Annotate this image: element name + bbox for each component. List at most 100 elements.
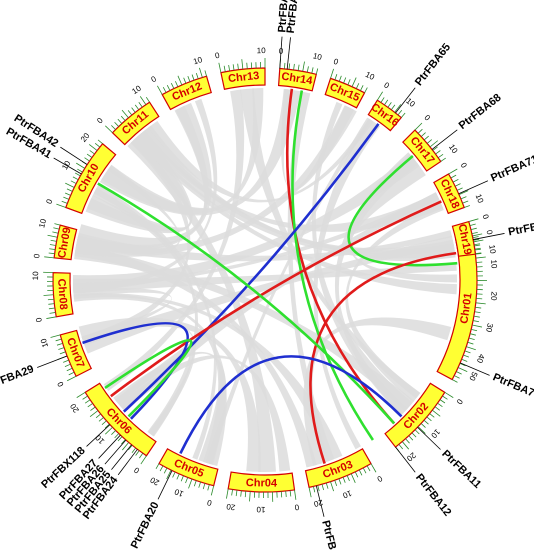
axis-tick: [184, 78, 186, 84]
tick-label: 20: [79, 131, 92, 144]
axis-tick: [90, 407, 95, 411]
axis-tick: [298, 65, 299, 71]
axis-tick: [472, 325, 482, 327]
axis-tick: [167, 85, 170, 90]
axis-tick: [115, 122, 119, 126]
gene-label: PtrFBA15: [319, 519, 343, 550]
axis-tick: [455, 184, 460, 187]
axis-tick: [48, 299, 54, 300]
axis-tick: [95, 143, 100, 147]
axis-tick: [335, 74, 337, 80]
axis-tick: [418, 129, 422, 133]
tick-label: 10: [447, 143, 460, 156]
tick-label: 0: [44, 197, 54, 205]
axis-tick: [430, 414, 435, 418]
axis-tick: [56, 204, 65, 207]
axis-tick: [438, 403, 443, 406]
axis-tick: [205, 70, 207, 76]
axis-tick: [85, 158, 90, 161]
gene-marker-line: [459, 181, 488, 194]
axis-tick: [54, 224, 60, 226]
axis-tick: [359, 470, 362, 475]
axis-tick: [44, 295, 54, 296]
tick-label: 0: [34, 316, 44, 322]
axis-tick: [87, 154, 92, 157]
axis-tick: [181, 476, 183, 482]
axis-tick: [247, 63, 248, 69]
axis-tick: [67, 376, 76, 381]
tick-label: 10: [341, 488, 353, 500]
tick-label: 0: [132, 465, 141, 475]
axis-tick: [463, 355, 469, 357]
tick-label: 10: [31, 271, 40, 281]
axis-tick: [219, 63, 221, 73]
tick-label: 20: [68, 401, 81, 414]
axis-tick: [250, 491, 251, 501]
axis-tick: [63, 360, 69, 362]
axis-tick: [475, 307, 481, 308]
axis-tick: [424, 136, 429, 140]
axis-tick: [442, 396, 447, 399]
axis-tick: [57, 343, 63, 345]
tick-label: 0: [422, 113, 432, 123]
axis-tick: [470, 224, 476, 226]
axis-tick: [164, 468, 167, 473]
axis-tick: [472, 234, 482, 236]
axis-tick: [356, 83, 359, 88]
tick-label: 10: [37, 217, 48, 228]
axis-tick: [476, 298, 482, 299]
axis-tick: [457, 188, 462, 191]
axis-tick: [475, 312, 481, 313]
axis-tick: [289, 63, 290, 69]
tick-label: 10: [429, 427, 442, 440]
tick-label: 0: [332, 57, 340, 67]
axis-tick: [412, 433, 416, 437]
axis-tick: [118, 119, 122, 123]
tick-label: 10: [257, 46, 267, 55]
axis-tick: [122, 110, 128, 118]
tick-label: 0: [454, 397, 464, 406]
axis-tick: [236, 490, 237, 496]
gene-marker-line: [287, 37, 290, 69]
axis-tick: [290, 491, 291, 497]
tick-label: 10: [192, 55, 204, 66]
gene-marker-line: [105, 440, 126, 464]
axis-tick: [163, 87, 166, 92]
tick-label: 20: [225, 502, 236, 512]
tick-label: 0: [481, 213, 491, 220]
axis-tick: [476, 303, 486, 304]
tick-label: 0: [206, 498, 213, 508]
axis-tick: [99, 417, 104, 421]
axis-tick: [105, 126, 112, 133]
axis-tick: [395, 104, 401, 112]
axis-tick: [360, 85, 363, 90]
axis-tick: [177, 474, 179, 479]
axis-tick: [318, 485, 319, 491]
axis-tick: [424, 420, 428, 424]
axis-tick: [309, 487, 311, 497]
axis-tick: [194, 481, 196, 487]
axis-tick: [67, 368, 72, 370]
axis-tick: [421, 423, 425, 427]
axis-tick: [453, 179, 458, 182]
axis-tick: [76, 163, 85, 168]
axis-tick: [52, 232, 58, 233]
axis-tick: [242, 59, 243, 69]
axis-tick: [398, 110, 402, 115]
axis-tick: [208, 485, 210, 491]
axis-tick: [436, 150, 441, 154]
axis-tick: [331, 482, 334, 492]
axis-tick: [90, 411, 98, 417]
axis-tick: [331, 69, 334, 79]
axis-tick: [53, 228, 59, 229]
gene-label: PtrFBA2: [507, 218, 534, 238]
axis-tick: [348, 79, 350, 85]
axis-tick: [50, 244, 56, 245]
tick-label: 10: [364, 70, 377, 82]
chromosome-label: Chr08: [55, 278, 69, 310]
gene-label: PtrFBA20: [129, 500, 162, 550]
axis-tick: [347, 475, 349, 481]
